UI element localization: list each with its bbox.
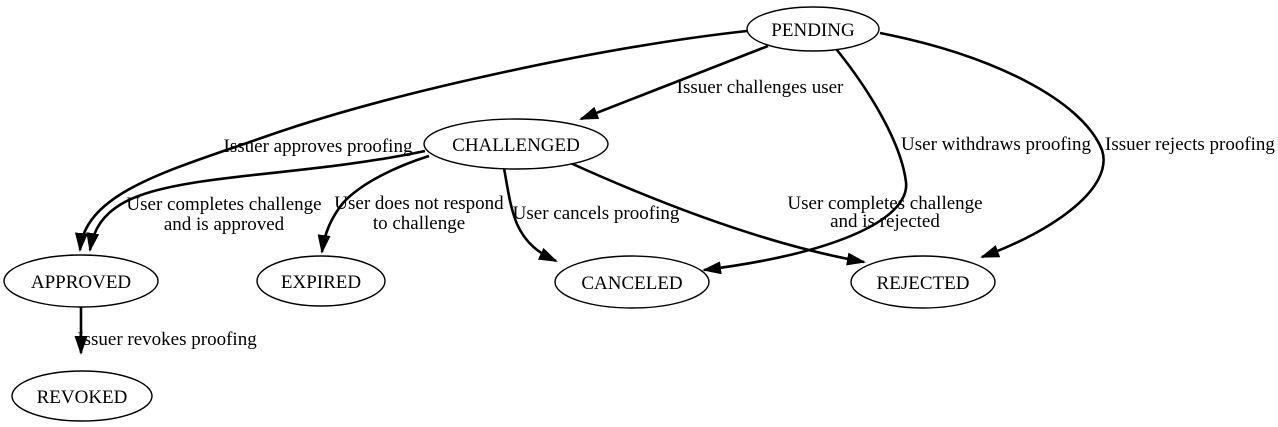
node-pending: PENDING bbox=[746, 6, 880, 52]
node-canceled-label: CANCELED bbox=[581, 273, 682, 294]
node-approved: APPROVED bbox=[3, 254, 159, 308]
edge-pending-to-approved bbox=[75, 29, 748, 252]
edge-challenged-to-expired bbox=[317, 154, 430, 254]
edge-label-completes-challenge-rejected-line1: User completes challenge bbox=[787, 193, 982, 214]
edge-label-issuer-revokes-proofing: Issuer revokes proofing bbox=[77, 329, 257, 350]
node-approved-ellipse bbox=[3, 254, 159, 308]
edge-label-completes-challenge-approved-line2: and is approved bbox=[164, 214, 285, 235]
edge-label-user-cancels-proofing: User cancels proofing bbox=[513, 203, 680, 224]
edges bbox=[74, 29, 1105, 355]
node-challenged-label: CHALLENGED bbox=[452, 135, 580, 156]
node-rejected-label: REJECTED bbox=[877, 273, 970, 294]
node-canceled-ellipse bbox=[554, 255, 710, 309]
edge-label-does-not-respond-line1: User does not respond bbox=[334, 193, 504, 214]
node-pending-label: PENDING bbox=[771, 20, 855, 41]
edge-challenged-to-canceled bbox=[502, 167, 558, 263]
edge-label-completes-challenge-approved-line1: User completes challenge bbox=[126, 194, 321, 215]
edge-pending-to-canceled bbox=[702, 49, 908, 275]
node-approved-label: APPROVED bbox=[31, 272, 131, 293]
node-revoked-ellipse bbox=[11, 370, 153, 422]
node-challenged: CHALLENGED bbox=[423, 118, 609, 170]
edge-challenged-to-approved bbox=[86, 149, 426, 252]
node-canceled: CANCELED bbox=[554, 255, 710, 309]
edge-label-issuer-challenges-user: Issuer challenges user bbox=[677, 77, 844, 98]
node-rejected-ellipse bbox=[850, 255, 996, 309]
node-rejected: REJECTED bbox=[850, 255, 996, 309]
edge-label-user-withdraws-proofing: User withdraws proofing bbox=[901, 134, 1091, 155]
nodes: PENDING CHALLENGED APPROVED EXPIRED CANC… bbox=[3, 6, 996, 422]
node-revoked-label: REVOKED bbox=[37, 387, 128, 408]
node-expired-label: EXPIRED bbox=[281, 272, 361, 293]
node-expired: EXPIRED bbox=[256, 255, 386, 307]
edge-label-completes-challenge-rejected-line2: and is rejected bbox=[830, 211, 940, 232]
edge-label-issuer-rejects-proofing: Issuer rejects proofing bbox=[1105, 134, 1275, 155]
node-revoked: REVOKED bbox=[11, 370, 153, 422]
edge-challenged-to-rejected bbox=[565, 159, 866, 266]
edge-pending-to-challenged bbox=[579, 44, 769, 121]
node-expired-ellipse bbox=[256, 255, 386, 307]
node-challenged-ellipse bbox=[423, 118, 609, 170]
edge-label-does-not-respond-line2: to challenge bbox=[373, 213, 465, 234]
edge-label-issuer-approves-proofing: Issuer approves proofing bbox=[224, 136, 413, 157]
edge-labels: Issuer challenges user Issuer approves p… bbox=[77, 77, 1275, 350]
edge-pending-to-rejected bbox=[879, 31, 1105, 259]
node-pending-ellipse bbox=[746, 6, 880, 52]
